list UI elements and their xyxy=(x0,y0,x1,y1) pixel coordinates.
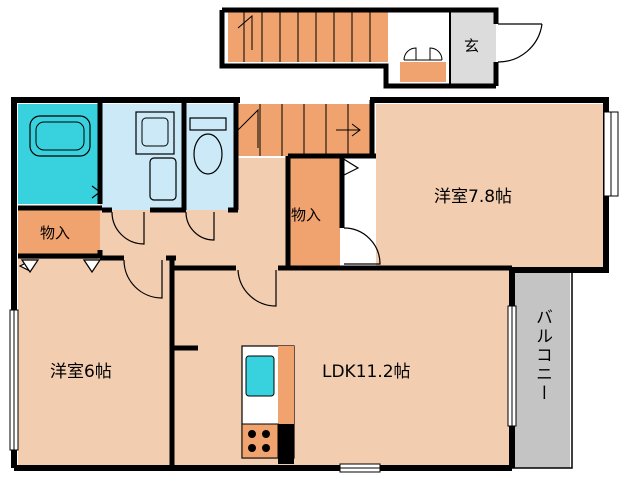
entrance-stairs xyxy=(228,12,388,62)
entrance-walls xyxy=(219,7,499,89)
stove-burners xyxy=(248,430,270,452)
room-label-western-6: 洋室6帖 xyxy=(50,362,112,382)
kitchen-backsplash xyxy=(278,346,294,424)
main-stair-treads xyxy=(237,104,361,156)
toilet-bowl xyxy=(193,133,223,175)
storage-mid-floor xyxy=(290,158,340,266)
door-swings xyxy=(18,157,381,307)
toilet-tank xyxy=(189,117,227,131)
room-western-6-floor xyxy=(18,254,170,466)
windows xyxy=(9,111,619,473)
bathtub xyxy=(29,115,91,157)
storage-left-floor xyxy=(18,210,100,254)
kitchen-sink xyxy=(245,355,275,397)
room-western-78-floor xyxy=(376,104,604,268)
bathtub-inner xyxy=(35,121,85,151)
kitchen-stove xyxy=(241,423,279,459)
entrance-door-swing xyxy=(497,23,543,63)
room-label-balcony: バルコニー xyxy=(532,308,552,403)
interior-walls xyxy=(18,100,512,466)
washing-machine xyxy=(149,157,177,201)
entrance-cabinet-doors xyxy=(403,47,443,61)
room-label-storage-mid: 物入 xyxy=(291,206,322,224)
room-label-entrance: 玄 xyxy=(464,37,480,55)
entrance-stair-treads xyxy=(237,12,371,62)
room-label-ldk: LDK11.2帖 xyxy=(322,362,411,382)
kitchen-wall-block xyxy=(278,424,294,464)
entrance-floor xyxy=(450,12,496,84)
room-ldk-floor xyxy=(170,268,512,466)
room-label-western-78: 洋室7.8帖 xyxy=(434,187,513,207)
closet-sliding-doors xyxy=(20,257,102,274)
washroom-sink-basin xyxy=(141,117,169,147)
balcony-rail xyxy=(512,271,573,469)
balcony-floor xyxy=(512,272,570,468)
entrance-cabinet xyxy=(400,62,446,82)
room-label-storage-left: 物入 xyxy=(40,224,71,242)
